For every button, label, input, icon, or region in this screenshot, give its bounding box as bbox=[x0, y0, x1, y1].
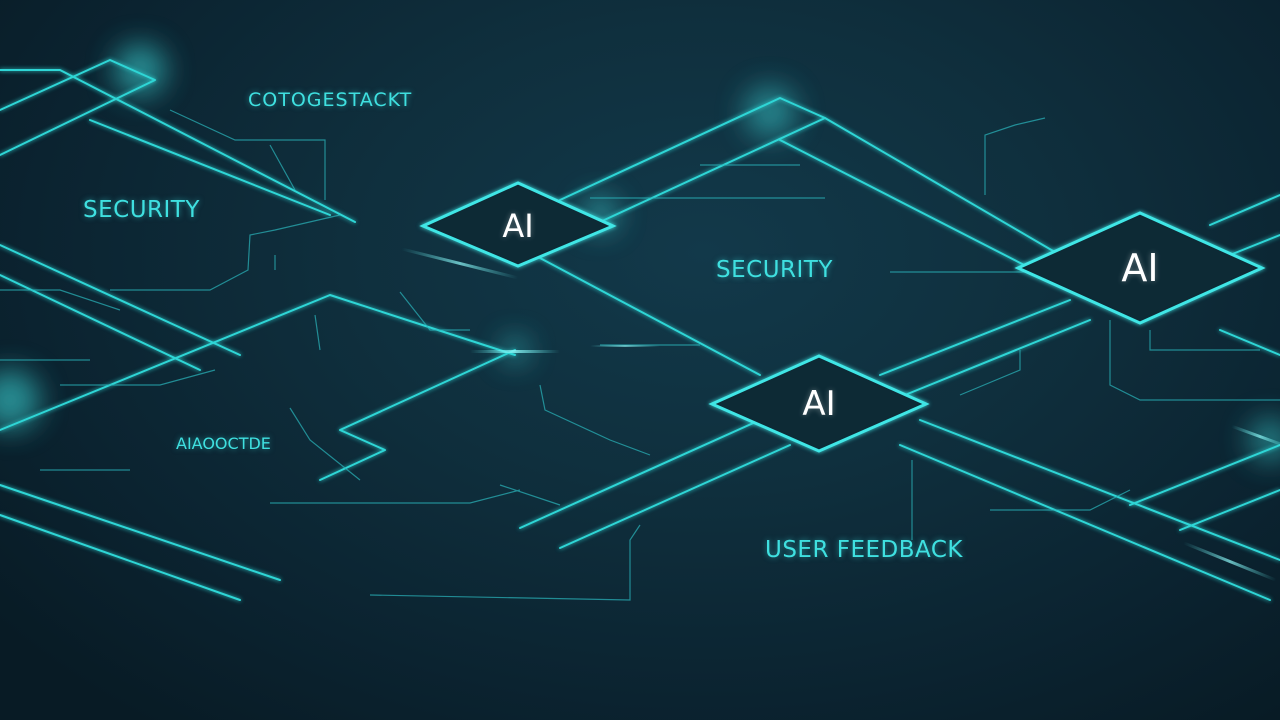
ai-node-diamond bbox=[419, 181, 617, 268]
circuit-line bbox=[0, 69, 356, 223]
label-cotogestackt: COTOGESTACKT bbox=[248, 89, 413, 111]
circuit-line bbox=[89, 119, 331, 216]
circuit-trace bbox=[269, 144, 296, 191]
ai-node-diamond bbox=[708, 354, 930, 453]
ai-nodes bbox=[419, 181, 1266, 453]
circuit-line bbox=[319, 349, 516, 481]
circuit-trace bbox=[289, 407, 361, 481]
circuit-trace bbox=[60, 369, 216, 386]
circuit-trace bbox=[990, 489, 1131, 511]
circuit-line bbox=[1129, 444, 1280, 506]
bright-lines bbox=[0, 59, 1280, 601]
circuit-line bbox=[559, 97, 826, 223]
circuit-line bbox=[0, 274, 201, 371]
glow-spot bbox=[114, 44, 166, 96]
thin-traces bbox=[0, 109, 1280, 601]
circuit-trace bbox=[959, 350, 1021, 396]
circuit-line bbox=[559, 444, 791, 549]
label-aiaoooctde: AIAOOCTDE bbox=[176, 434, 271, 453]
circuit-line bbox=[879, 299, 1071, 376]
light-streak bbox=[590, 345, 660, 347]
circuit-trace bbox=[1149, 330, 1260, 351]
light-streak bbox=[1182, 541, 1277, 582]
circuit-line bbox=[0, 484, 281, 581]
ai-node-diamond bbox=[1014, 211, 1266, 325]
circuit-trace bbox=[539, 384, 651, 456]
label-security-center: SECURITY bbox=[716, 257, 833, 283]
light-streak bbox=[1231, 424, 1280, 449]
label-security-left: SECURITY bbox=[83, 197, 200, 223]
ai-node-label: AI bbox=[802, 384, 836, 424]
circuit-line bbox=[0, 244, 241, 356]
ai-node-label: AI bbox=[1121, 246, 1159, 290]
circuit-line bbox=[0, 294, 516, 431]
circuit-trace bbox=[369, 524, 641, 601]
circuit-trace bbox=[314, 314, 321, 351]
light-streak bbox=[401, 247, 519, 280]
circuit-line bbox=[519, 419, 761, 529]
glow-spot bbox=[1248, 418, 1280, 462]
circuit-line bbox=[1219, 329, 1280, 356]
circuit-trace bbox=[1109, 320, 1280, 401]
light-streaks bbox=[401, 247, 1280, 582]
circuit-line bbox=[899, 444, 1271, 601]
circuit-trace bbox=[499, 484, 561, 506]
circuit-trace bbox=[110, 214, 341, 291]
circuit-trace bbox=[399, 291, 470, 331]
circuit-line bbox=[1179, 489, 1280, 531]
ai-node-label: AI bbox=[502, 207, 534, 245]
circuit-trace bbox=[270, 489, 521, 504]
circuit-line bbox=[0, 59, 156, 156]
circuit-line bbox=[904, 319, 1091, 396]
light-streak bbox=[470, 350, 560, 353]
glow-spot bbox=[0, 370, 40, 430]
circuit-trace bbox=[169, 109, 326, 200]
circuit-line bbox=[1209, 194, 1280, 226]
circuit-line bbox=[1229, 234, 1280, 256]
circuit-line bbox=[919, 419, 1280, 561]
circuit-trace bbox=[0, 289, 121, 311]
label-user-feedback: USER FEEDBACK bbox=[765, 537, 964, 563]
circuit-line bbox=[779, 139, 1031, 269]
circuit-line bbox=[0, 514, 241, 601]
circuit-line bbox=[539, 257, 761, 376]
circuit-line bbox=[824, 117, 1061, 256]
circuit-trace bbox=[984, 117, 1046, 195]
